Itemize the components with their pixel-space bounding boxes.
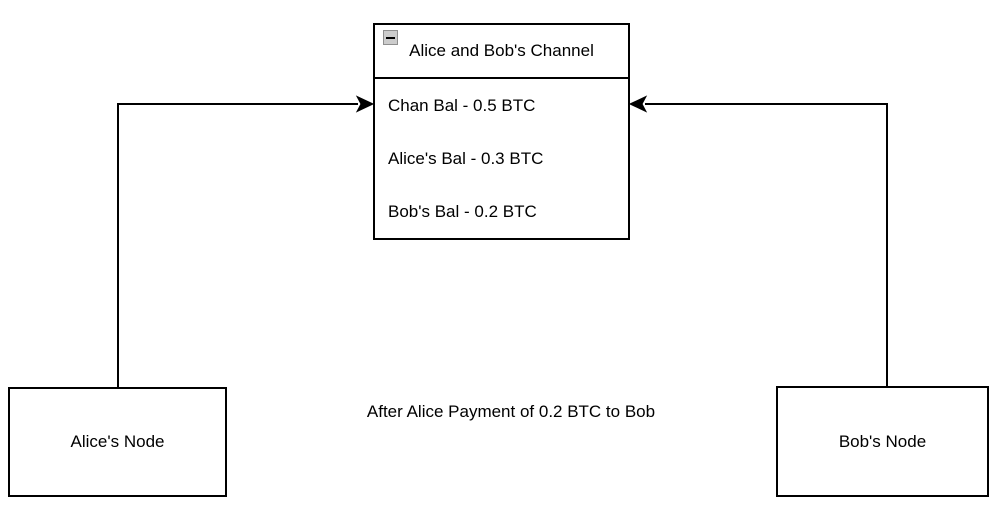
channel-row-alice-bal[interactable]: Alice's Bal - 0.3 BTC xyxy=(375,132,628,185)
bob-node-label: Bob's Node xyxy=(838,431,927,451)
channel-box[interactable]: Alice and Bob's Channel Chan Bal - 0.5 B… xyxy=(373,23,630,240)
bob-bal-label: Bob's Bal - 0.2 BTC xyxy=(388,201,537,221)
connector-alice-to-channel[interactable] xyxy=(117,95,375,388)
channel-title: Alice and Bob's Channel xyxy=(409,41,594,60)
channel-row-bob-bal[interactable]: Bob's Bal - 0.2 BTC xyxy=(375,185,628,238)
chan-bal-label: Chan Bal - 0.5 BTC xyxy=(388,95,536,115)
diagram-caption: After Alice Payment of 0.2 BTC to Bob xyxy=(366,402,656,421)
alice-node-label: Alice's Node xyxy=(70,432,165,451)
alice-node-box[interactable]: Alice's Node xyxy=(8,387,227,497)
channel-row-chan-bal[interactable]: Chan Bal - 0.5 BTC xyxy=(375,79,628,132)
connector-bob-to-channel[interactable] xyxy=(628,95,888,387)
minus-bar xyxy=(386,36,395,39)
channel-header: Alice and Bob's Channel xyxy=(375,25,628,79)
collapse-minus-icon[interactable] xyxy=(383,30,398,45)
bob-node-box[interactable]: Bob's Node xyxy=(776,386,989,497)
alice-bal-label: Alice's Bal - 0.3 BTC xyxy=(388,148,544,168)
channel-rows: Chan Bal - 0.5 BTC Alice's Bal - 0.3 BTC… xyxy=(375,79,628,238)
